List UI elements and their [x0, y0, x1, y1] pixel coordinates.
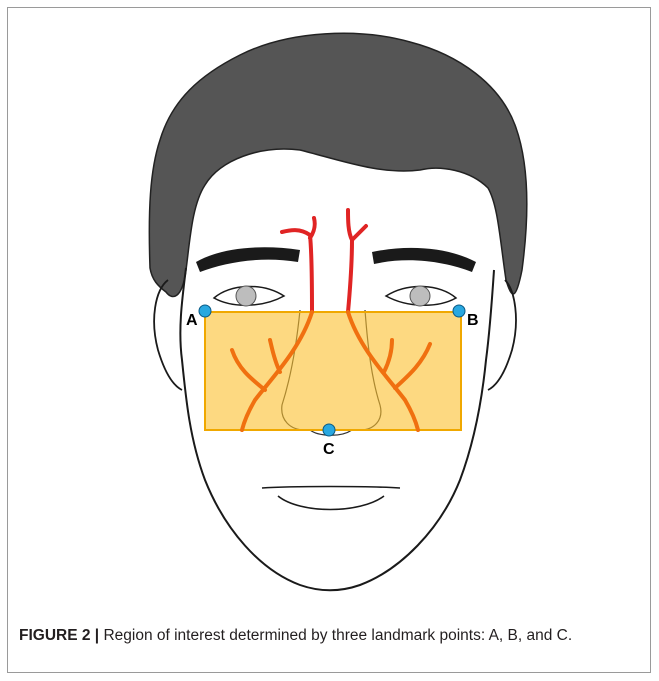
landmark-a-label: A	[186, 312, 198, 329]
figure-number: FIGURE 2 |	[19, 627, 99, 644]
landmark-c-label: C	[323, 441, 335, 458]
landmark-b-point	[453, 305, 465, 317]
hair	[149, 33, 526, 296]
left-ear	[154, 280, 182, 390]
right-eyebrow	[372, 248, 476, 272]
landmark-c-point	[323, 424, 335, 436]
figure-caption-text: Region of interest determined by three l…	[99, 627, 572, 644]
landmark-a-point	[199, 305, 211, 317]
left-iris	[236, 286, 256, 306]
left-eyebrow	[196, 247, 300, 272]
right-red-vessel	[348, 210, 366, 312]
right-iris	[410, 286, 430, 306]
figure-caption: FIGURE 2 | Region of interest determined…	[19, 625, 639, 647]
landmark-b-label: B	[467, 312, 479, 329]
mouth	[262, 487, 400, 510]
left-red-vessel	[282, 218, 315, 312]
